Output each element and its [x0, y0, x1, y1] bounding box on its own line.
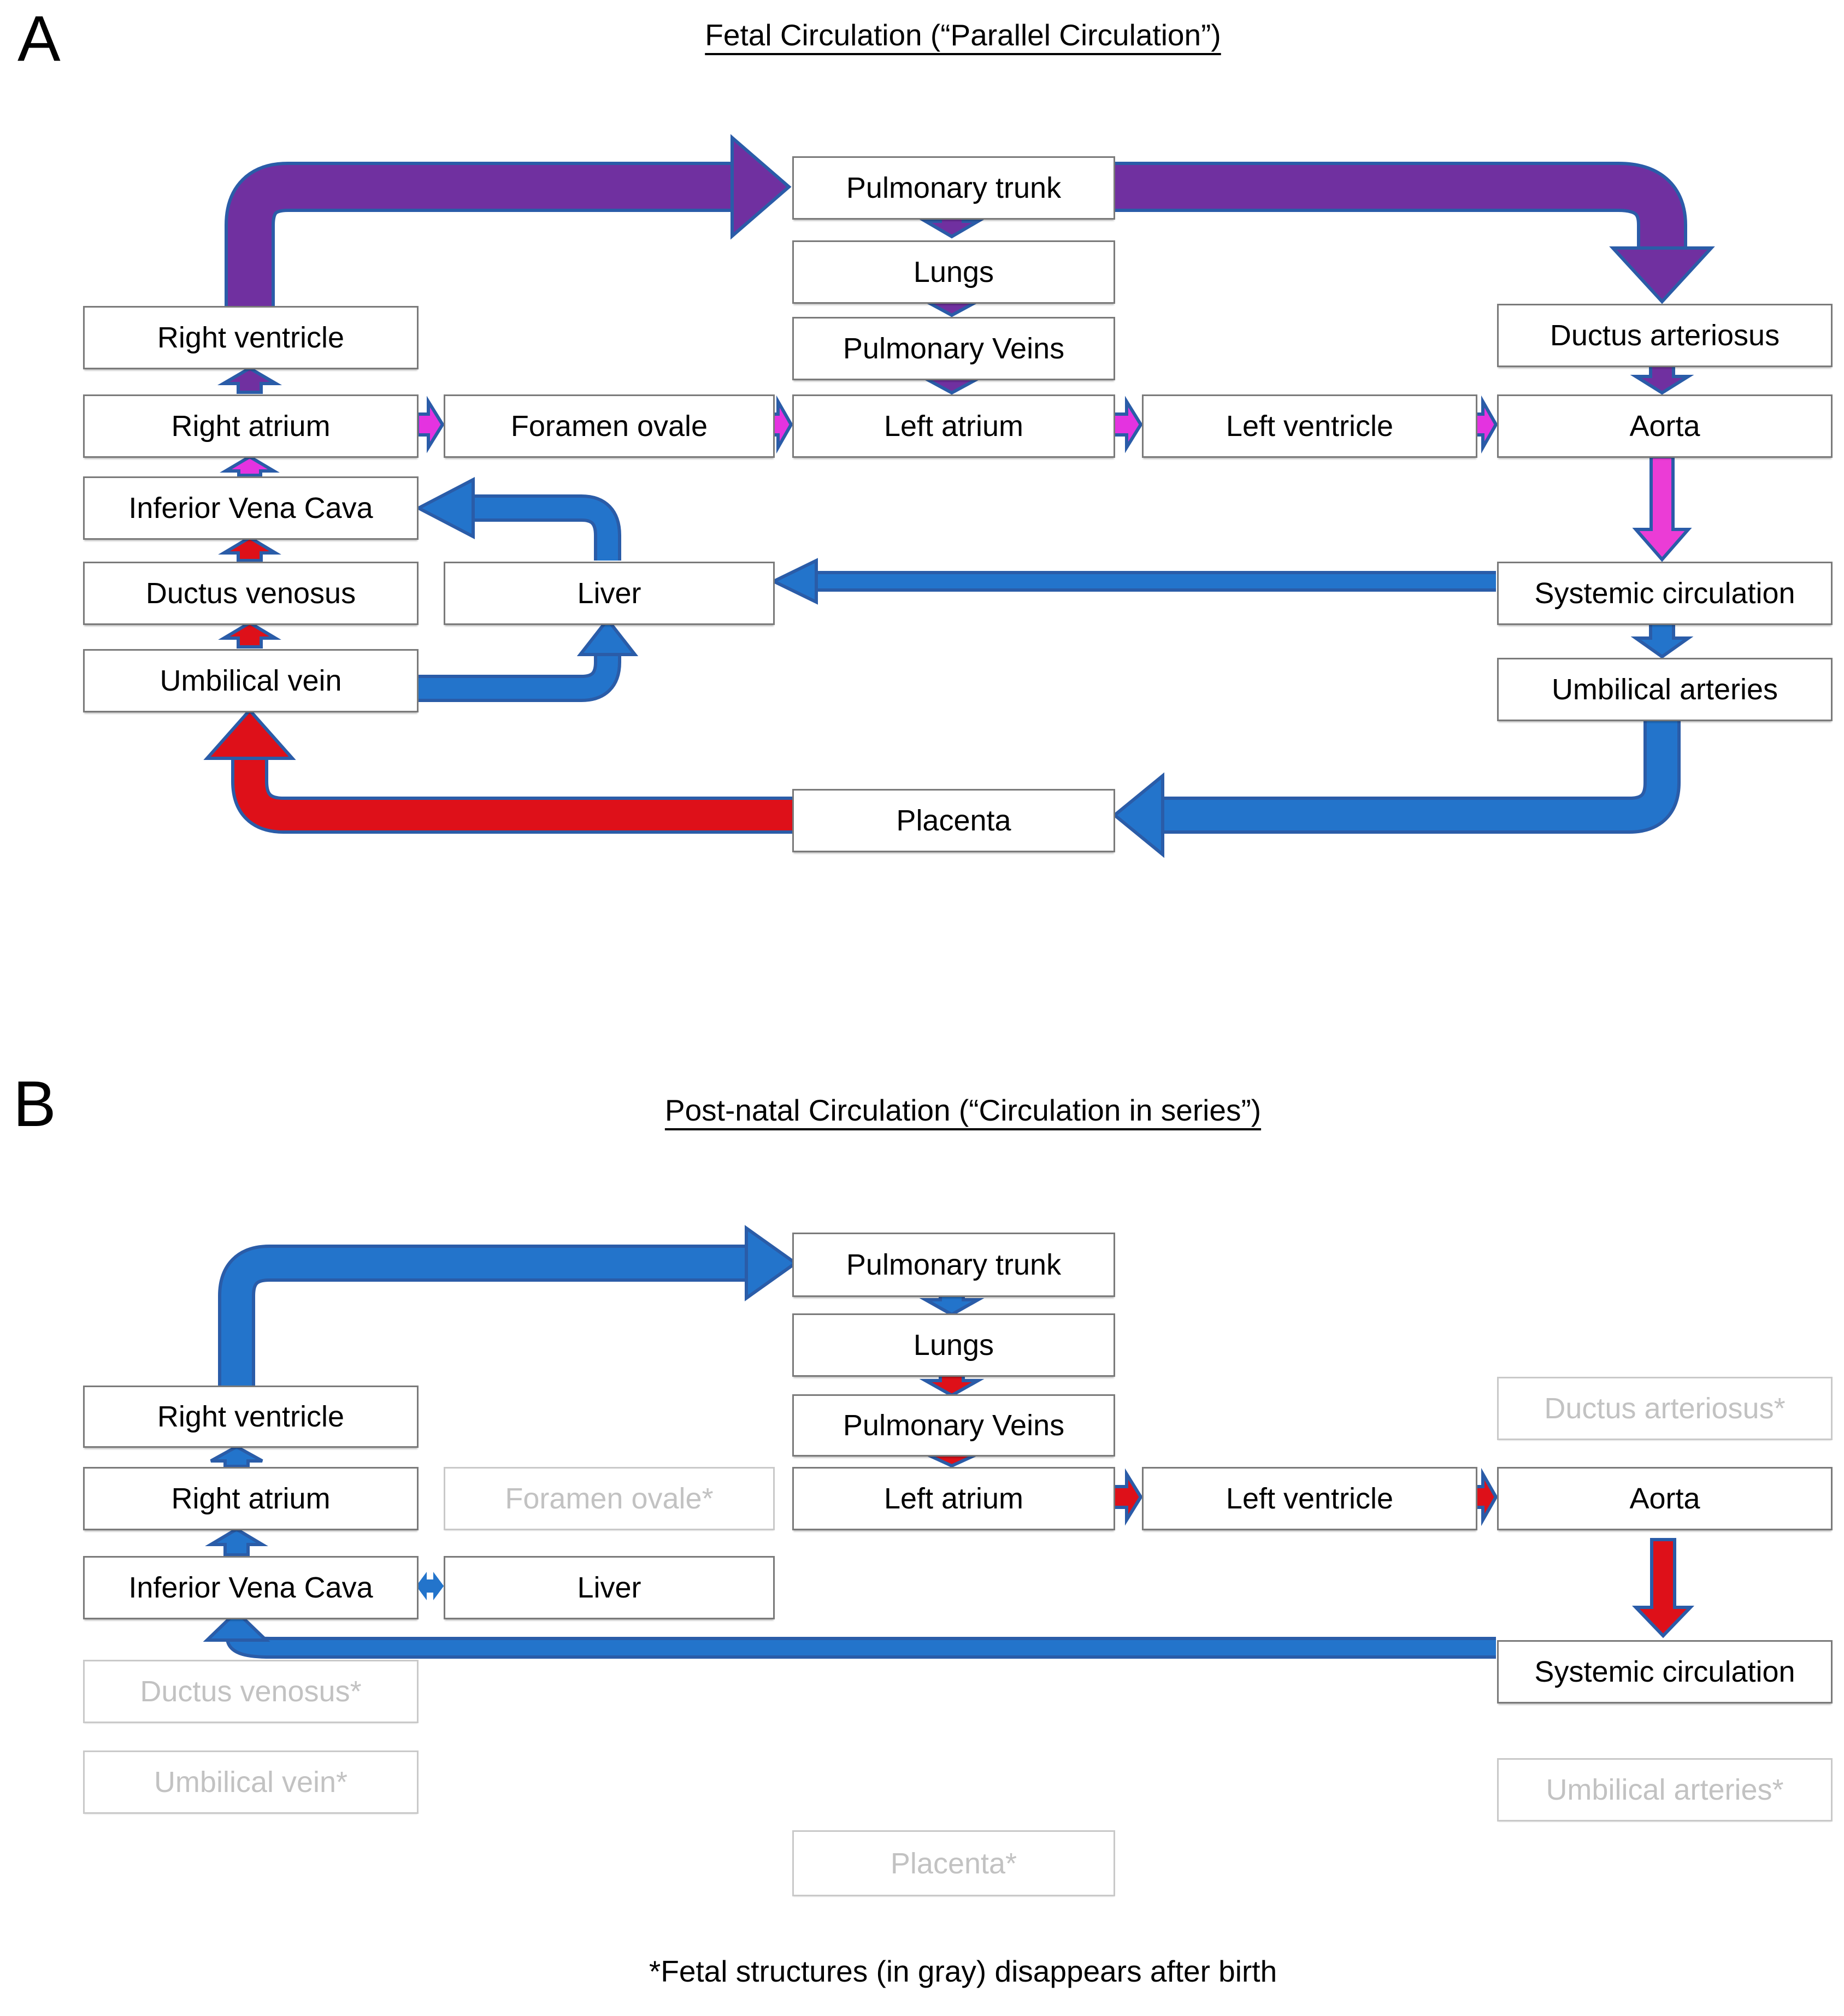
panel-b-title-text: Post-natal Circulation (“Circulation in … [664, 1093, 1262, 1127]
box-b-liver: Liver [444, 1556, 775, 1619]
panel-a-title: Fetal Circulation (“Parallel Circulation… [0, 17, 1844, 52]
box-a-aorta: Aorta [1497, 394, 1833, 458]
panel-b-title: Post-natal Circulation (“Circulation in … [0, 1093, 1844, 1128]
arrow-a-umbilical-arteries-to-placenta-shaft [1163, 719, 1677, 830]
arrow-a-ivc-to-right-atrium [220, 455, 280, 477]
arrow-a-placenta-to-umbilical-vein-head [203, 708, 296, 760]
arrow-a-right-atrium-to-foramen-ovale [416, 396, 445, 453]
box-b-right-ventricle: Right ventricle [83, 1386, 419, 1448]
arrow-a-pulmonary-trunk-to-ductus-arteriosus-head [1609, 246, 1715, 304]
footnote: *Fetal structures (in gray) disappears a… [649, 1954, 1277, 1988]
box-b-foramen-ovale: Foramen ovale* [444, 1467, 775, 1530]
box-b-lungs: Lungs [792, 1313, 1115, 1377]
arrow-b-rv-to-pulmonary-trunk-shaft [221, 1248, 746, 1386]
arrow-a-placenta-to-umbilical-vein-shaft [234, 757, 792, 830]
box-b-umbilical-vein: Umbilical vein* [83, 1750, 419, 1814]
arrow-a-right-atrium-to-right-ventricle [217, 366, 282, 394]
box-a-right-ventricle: Right ventricle [83, 306, 419, 369]
box-b-left-ventricle: Left ventricle [1142, 1467, 1477, 1530]
arrow-b-lungs-to-pulmonary-veins [919, 1373, 985, 1398]
box-b-pulmonary-trunk: Pulmonary trunk [792, 1233, 1115, 1297]
arrow-a-systemic-circulation-to-liver-head [770, 558, 818, 605]
panel-a-label: A [17, 3, 61, 75]
arrow-a-left-ventricle-to-aorta [1474, 395, 1498, 454]
box-b-ductus-venosus: Ductus venosus* [83, 1660, 419, 1723]
arrow-a-liver-to-inferior-vena-cava-head [415, 477, 475, 539]
box-b-systemic-circulation: Systemic circulation [1497, 1640, 1833, 1703]
box-b-inferior-vena-cava: Inferior Vena Cava [83, 1556, 419, 1619]
arrow-a-foramen-ovale-to-left-atrium [771, 395, 793, 454]
arrow-a-aorta-to-systemic-circulation [1632, 455, 1692, 562]
arrow-a-liver-to-inferior-vena-cava-shaft [472, 498, 618, 561]
arrow-b-ivc-liver-bidirectional [416, 1571, 444, 1601]
box-a-right-atrium: Right atrium [83, 394, 419, 458]
arrow-a-rv-to-pulmonary-trunk-head [730, 134, 792, 240]
box-b-placenta: Placenta* [792, 1830, 1115, 1896]
arrow-a-umbilical-vein-to-ductus-venosus [218, 621, 281, 649]
arrow-a-pulmonary-trunk-to-ductus-arteriosus-shaft [1112, 165, 1684, 251]
box-a-ductus-venosus: Ductus venosus [83, 562, 419, 625]
arrow-b-ivc-to-right-atrium [205, 1527, 268, 1557]
box-a-liver: Liver [444, 562, 775, 625]
panel-b-label: B [13, 1068, 56, 1140]
box-a-left-atrium: Left atrium [792, 394, 1115, 458]
box-b-right-atrium: Right atrium [83, 1467, 419, 1530]
arrow-b-left-atrium-to-left-ventricle [1111, 1468, 1143, 1526]
box-a-pulmonary-trunk: Pulmonary trunk [792, 156, 1115, 220]
box-b-left-atrium: Left atrium [792, 1467, 1115, 1530]
box-a-umbilical-vein: Umbilical vein [83, 649, 419, 712]
box-a-ductus-arteriosus: Ductus arteriosus [1497, 304, 1833, 367]
box-a-lungs: Lungs [792, 240, 1115, 304]
box-a-left-ventricle: Left ventricle [1142, 394, 1477, 458]
arrow-b-rv-to-pulmonary-trunk-head [745, 1225, 799, 1301]
arrow-a-umbilical-vein-to-liver-shaft [416, 652, 618, 699]
box-a-inferior-vena-cava: Inferior Vena Cava [83, 476, 419, 540]
arrow-a-systemic-circulation-to-umbilical-arteries [1630, 621, 1694, 659]
arrow-b-aorta-to-systemic-circulation [1631, 1538, 1695, 1638]
arrow-b-systemic-circulation-to-inferior-vena-cava-head [203, 1609, 270, 1642]
panel-a-title-text: Fetal Circulation (“Parallel Circulation… [705, 18, 1221, 52]
box-a-pulmonary-veins: Pulmonary Veins [792, 317, 1115, 380]
arrow-a-rv-to-pulmonary-trunk-shaft [228, 165, 735, 307]
box-a-umbilical-arteries: Umbilical arteries [1497, 658, 1833, 721]
box-b-aorta: Aorta [1497, 1467, 1833, 1530]
arrow-b-right-atrium-to-right-ventricle [210, 1445, 263, 1468]
arrow-a-ductus-arteriosus-to-aorta [1630, 364, 1694, 395]
arrow-b-left-ventricle-to-aorta [1474, 1467, 1498, 1526]
arrow-a-left-atrium-to-left-ventricle [1111, 396, 1143, 453]
box-b-umbilical-arteries: Umbilical arteries* [1497, 1758, 1833, 1822]
arrow-a-umbilical-arteries-to-placenta-head [1112, 772, 1164, 858]
box-a-systemic-circulation: Systemic circulation [1497, 562, 1833, 625]
box-a-foramen-ovale: Foramen ovale [444, 394, 775, 458]
box-b-ductus-arteriosus: Ductus arteriosus* [1497, 1377, 1833, 1440]
arrow-a-umbilical-vein-to-liver-head [576, 617, 639, 656]
arrow-b-pulmonary-trunk-to-lungs [919, 1293, 985, 1317]
box-a-placenta: Placenta [792, 789, 1115, 852]
box-b-pulmonary-veins: Pulmonary Veins [792, 1394, 1115, 1457]
arrow-a-ductus-venosus-to-ivc [218, 535, 281, 562]
arrow-b-rv-to-pulmonary-trunk-outline [218, 1245, 746, 1386]
